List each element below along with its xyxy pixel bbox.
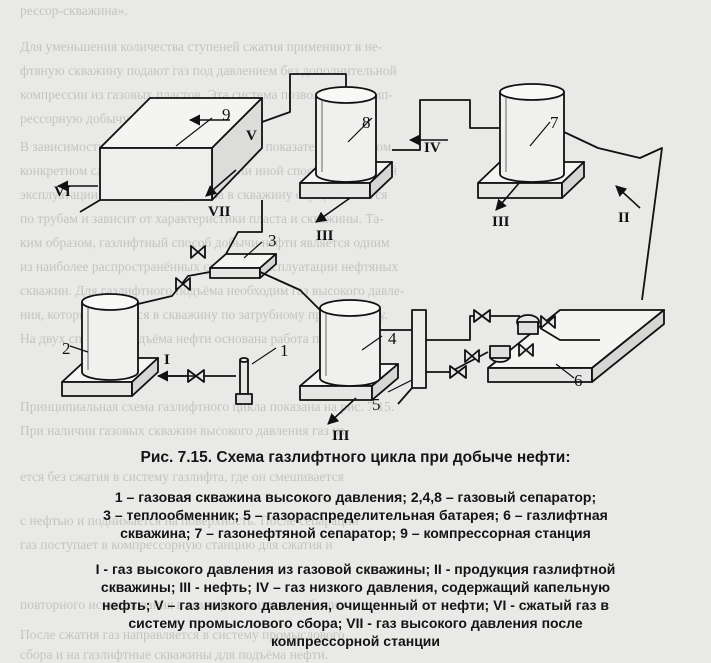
bleed-line: ким образом, газлифтный способ добычи не… [20,236,390,250]
equipment-legend: 1 – газовая скважина высокого давления; … [0,488,711,542]
label-8: 8 [362,113,371,132]
leader-lines [69,117,575,393]
flow-legend: I - газ высокого давления из газовой скв… [0,560,711,650]
label-1: 1 [280,341,289,360]
flow-legend-line: нефть; V – газ низкого давления, очищенн… [101,597,609,613]
equipment-legend-line: скважина; 7 – газонефтяной сепаратор; 9 … [120,525,591,541]
bleed-line: из наиболее распространённых способов эк… [20,260,399,274]
flow-label-II: II [618,210,630,226]
gas-distribution-battery-5 [397,309,427,405]
gas-well-1 [235,357,253,405]
label-2: 2 [62,339,71,358]
bleed-line: повторного использования в газлифтном ци… [20,598,342,612]
bleed-line: ресcор-скважина». [20,4,128,18]
flow-legend-line: I - газ высокого давления из газовой скв… [95,561,616,577]
label-4: 4 [388,329,397,348]
flow-label-VI: VI [54,184,71,200]
flow-label-IV: IV [424,140,441,156]
bleed-line: Принципиальная схема газлифтного цикла п… [20,400,395,414]
label-6: 6 [574,371,583,390]
gas-separator-2 [61,293,159,397]
flow-legend-line: скважины; III - нефть; IV – газ низкого … [100,579,611,595]
figure-title: Рис. 7.15. Схема газлифтного цикла при д… [140,449,571,466]
flow-label-I: I [164,352,170,368]
gas-oil-separator-7 [477,83,585,199]
heat-exchanger-3 [209,253,277,279]
bleed-line: газ поступает в компрессорную станцию дл… [20,538,333,552]
flow-legend-line: систему промыслового сбора; VII - газ вы… [128,615,583,631]
flow-arrows [56,114,641,425]
bleed-line: Для уменьшения количества ступеней сжати… [20,40,383,54]
flow-label-VII: VII [208,204,231,220]
label-5: 5 [372,395,381,414]
flow-label-III-8: III [316,228,334,244]
gaslift-cycle-diagram: 9 8 7 3 2 1 4 5 6 V VI VII III IV III II… [54,73,665,444]
flow-label-III-4: III [332,428,350,444]
flow-label-V: V [246,128,257,144]
gas-separator-4 [299,299,399,401]
bleed-line: компрессии из газовых пластов. Эта систе… [20,88,393,102]
label-9: 9 [222,105,231,124]
bleed-line: сбора и на газлифтные скважины для подъё… [20,648,329,662]
compressor-station-9 [79,97,263,213]
label-3: 3 [268,231,277,250]
bleed-line: После сжатия газ направляется в систему … [20,628,345,642]
flow-label-III-7: III [492,214,510,230]
equipment-legend-line: 3 – теплообменник; 5 – газораспределител… [103,507,608,523]
gas-separator-8 [299,86,393,199]
pipelines [137,73,663,377]
label-7: 7 [550,113,559,132]
bleed-line: по трубам и зависит от характеристики пл… [20,212,384,226]
flow-legend-line: компрессорной станции [270,633,441,649]
bleed-line: с нефтью и поднимается на поверхность. П… [20,514,359,528]
equipment-legend-line: 1 – газовая скважина высокого давления; … [114,489,597,505]
bleed-line: ется без сжатия в систему газлифта, где … [20,470,344,484]
bleed-line: При наличии газовых скважин высокого дав… [20,424,345,438]
